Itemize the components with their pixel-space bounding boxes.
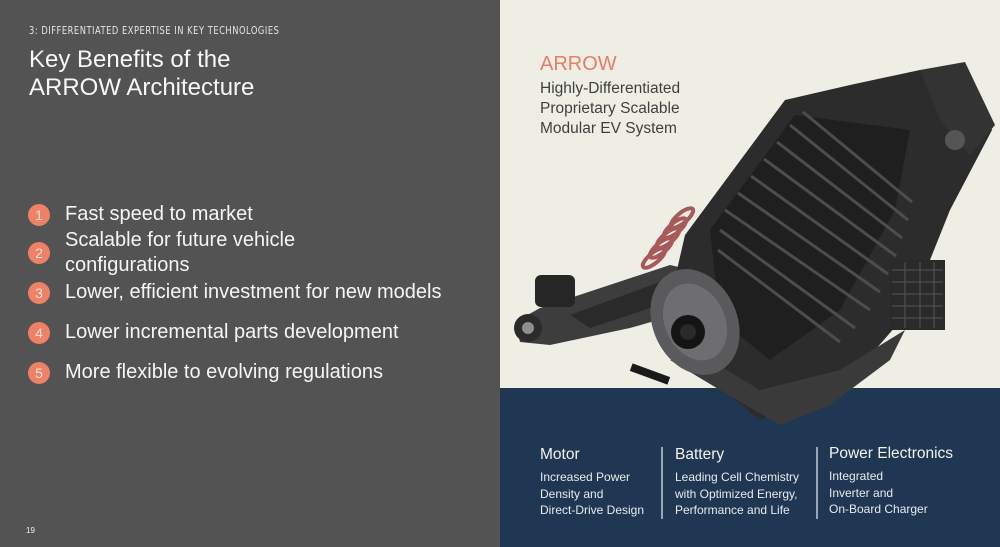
benefit-item: 1 Fast speed to market bbox=[28, 202, 253, 227]
number-badge: 3 bbox=[28, 281, 50, 304]
feature-divider bbox=[661, 447, 663, 519]
feature-description: Leading Cell Chemistry with Optimized En… bbox=[675, 469, 799, 519]
feature-desc-line2: Inverter and bbox=[829, 485, 894, 500]
benefit-item: 3 Lower, efficient investment for new mo… bbox=[28, 280, 441, 305]
arrow-subtitle-line1: Highly-Differentiated bbox=[540, 80, 681, 97]
benefit-text-line1: Scalable for future vehicle bbox=[65, 229, 296, 251]
feature-desc-line3: Performance and Life bbox=[675, 503, 790, 517]
feature-desc-line2: with Optimized Energy, bbox=[675, 486, 798, 501]
benefit-text: Fast speed to market bbox=[65, 203, 253, 225]
feature-desc-line3: Direct-Drive Design bbox=[540, 503, 645, 517]
section-label: 3: DIFFERENTIATED EXPERTISE IN KEY TECHN… bbox=[29, 25, 280, 37]
page-title-line2: ARROW Architecture bbox=[29, 74, 255, 101]
left-panel: 3: DIFFERENTIATED EXPERTISE IN KEY TECHN… bbox=[26, 25, 442, 535]
benefit-text-line2: configurations bbox=[65, 254, 190, 276]
number-badge: 1 bbox=[28, 203, 50, 226]
feature-motor: Motor Increased Power Density and Direct… bbox=[540, 446, 644, 519]
page-title-line1: Key Benefits of the bbox=[29, 46, 231, 73]
feature-title: Battery bbox=[675, 446, 725, 463]
arrow-subtitle: Highly-Differentiated Proprietary Scalab… bbox=[540, 79, 680, 139]
benefit-item: 2 Scalable for future vehicle configurat… bbox=[28, 228, 295, 278]
feature-desc-line1: Leading Cell Chemistry bbox=[675, 470, 800, 484]
feature-description: Increased Power Density and Direct-Drive… bbox=[540, 469, 644, 519]
powertrain-image bbox=[514, 62, 995, 425]
page-title: Key Benefits of the ARROW Architecture bbox=[29, 46, 254, 102]
benefit-text: Lower, efficient investment for new mode… bbox=[65, 281, 442, 303]
number-badge: 4 bbox=[28, 321, 50, 344]
feature-desc-line1: Integrated bbox=[829, 469, 884, 483]
benefit-item: 4 Lower incremental parts development bbox=[28, 320, 399, 345]
arrow-subtitle-line3: Modular EV System bbox=[540, 120, 677, 137]
arrow-callout: ARROW Highly-Differentiated Proprietary … bbox=[540, 52, 680, 139]
feature-desc-line2: Density and bbox=[540, 486, 604, 501]
feature-battery: Battery Leading Cell Chemistry with Opti… bbox=[675, 446, 799, 519]
benefit-item: 5 More flexible to evolving regulations bbox=[28, 360, 383, 385]
feature-divider bbox=[816, 447, 818, 519]
features-row: Motor Increased Power Density and Direct… bbox=[500, 440, 1000, 530]
benefit-text: Scalable for future vehicle configuratio… bbox=[65, 228, 295, 278]
benefit-text: Lower incremental parts development bbox=[65, 321, 399, 343]
benefit-text: More flexible to evolving regulations bbox=[65, 361, 383, 383]
number-badge: 2 bbox=[28, 242, 50, 264]
feature-title: Motor bbox=[540, 446, 580, 463]
feature-title: Power Electronics bbox=[829, 445, 954, 462]
right-panel: ARROW Highly-Differentiated Proprietary … bbox=[500, 0, 1000, 547]
feature-desc-line3: On-Board Charger bbox=[829, 502, 928, 516]
arrow-subtitle-line2: Proprietary Scalable bbox=[540, 100, 680, 117]
navy-band bbox=[500, 388, 1000, 547]
feature-desc-line1: Increased Power bbox=[540, 470, 631, 484]
page-number: 19 bbox=[26, 526, 35, 535]
arrow-title: ARROW bbox=[540, 53, 617, 75]
number-badge: 5 bbox=[28, 361, 50, 384]
feature-power-electronics: Power Electronics Integrated Inverter an… bbox=[829, 445, 953, 518]
feature-description: Integrated Inverter and On-Board Charger bbox=[829, 468, 953, 518]
